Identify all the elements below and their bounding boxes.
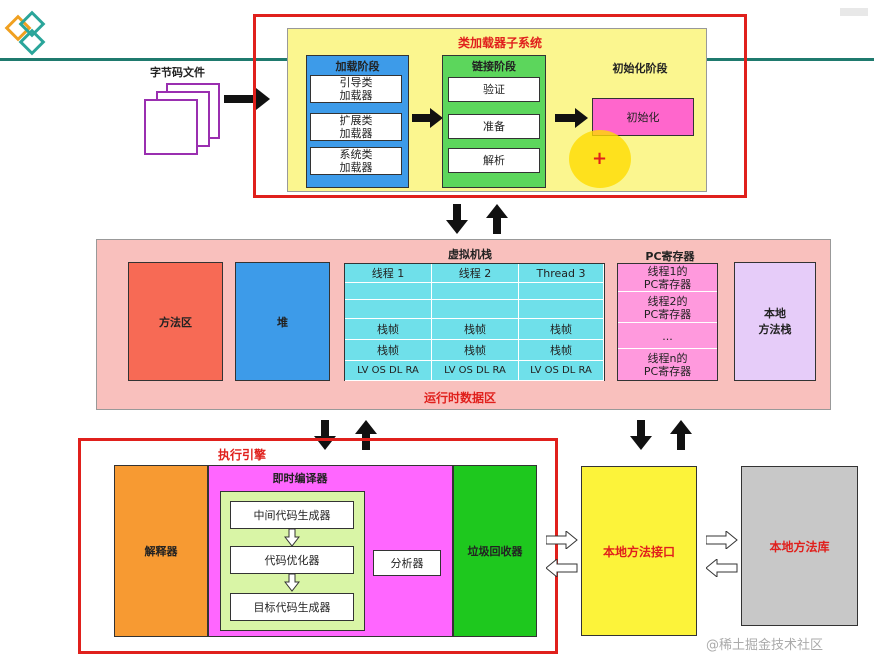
pc-register-title: PC寄存器 (645, 250, 695, 263)
code-optimizer: 代码优化器 (230, 546, 354, 574)
jit-compiler-title: 即时编译器 (272, 472, 328, 485)
stack-slot (432, 300, 519, 319)
garbage-collector: 垃圾回收器 (453, 465, 537, 637)
native-method-library: 本地方法库 (741, 466, 858, 626)
stack-frame: 栈帧 (345, 319, 432, 340)
stack-slot (345, 283, 432, 300)
arrow-right-icon (555, 108, 589, 132)
interpreter: 解释器 (114, 465, 208, 637)
arrow-left-outline-icon (705, 557, 738, 581)
stack-slot (345, 300, 432, 319)
logo-icon (4, 6, 58, 58)
arrow-up-icon (486, 204, 508, 238)
linking-phase-title: 链接阶段 (472, 60, 516, 73)
loading-phase-title: 加载阶段 (335, 60, 380, 73)
ir-generator: 中间代码生成器 (230, 501, 354, 529)
stack-frame: 栈帧 (519, 340, 604, 361)
pc-register-item: 线程2的 PC寄存器 (618, 293, 717, 323)
stack-frame: 栈帧 (345, 340, 432, 361)
prepare-step: 准备 (448, 114, 540, 139)
loader-subsystem-frame (253, 14, 747, 198)
cursor-highlight (569, 130, 631, 188)
profiler: 分析器 (373, 550, 441, 576)
arrow-down-icon (446, 204, 468, 238)
cursor-plus-icon: + (592, 148, 608, 169)
arrow-up-icon (355, 420, 377, 454)
arrow-right-outline-icon (705, 529, 738, 553)
extension-loader: 扩展类 加载器 (310, 113, 402, 141)
stack-slot (519, 283, 604, 300)
arrow-down-icon (630, 420, 652, 454)
bytecode-label: 字节码文件 (150, 66, 205, 79)
arrow-right-outline-icon (545, 529, 578, 553)
watermark: @稀土掘金技术社区 (706, 638, 824, 653)
execution-engine-title: 执行引擎 (218, 448, 267, 462)
verify-step: 验证 (448, 77, 540, 102)
arrow-down-outline-icon (283, 573, 301, 596)
runtime-title: 运行时数据区 (423, 391, 496, 405)
init-phase-title: 初始化阶段 (612, 62, 668, 75)
stack-frame: 栈帧 (432, 319, 519, 340)
arrow-left-outline-icon (545, 557, 578, 581)
stack-frame: 栈帧 (519, 319, 604, 340)
frame-detail: LV OS DL RA (519, 361, 604, 381)
resolve-step: 解析 (448, 148, 540, 173)
bytecode-files-icon (143, 78, 223, 158)
frame-detail: LV OS DL RA (345, 361, 432, 381)
execution-engine-frame (78, 438, 558, 654)
frame-detail: LV OS DL RA (432, 361, 519, 381)
loader-subsystem-title: 类加载器子系统 (457, 36, 542, 50)
vm-stack-title: 虚拟机栈 (448, 248, 492, 261)
right-mark (840, 8, 868, 16)
thread-1-header: 线程 1 (345, 264, 432, 283)
pc-register-item: 线程n的 PC寄存器 (643, 352, 692, 378)
arrow-right-icon (224, 88, 272, 115)
heap: 堆 (235, 262, 330, 381)
pc-register-item: ... (618, 324, 717, 349)
init-step: 初始化 (592, 98, 694, 136)
stack-frame: 栈帧 (432, 340, 519, 361)
thread-3-header: Thread 3 (519, 264, 604, 283)
method-area: 方法区 (128, 262, 223, 381)
stack-slot (519, 300, 604, 319)
pc-register-item: 线程1的 PC寄存器 (618, 264, 717, 292)
stack-slot (432, 283, 519, 300)
native-method-stack: 本地 方法栈 (734, 262, 816, 381)
arrow-down-outline-icon (283, 528, 301, 551)
arrow-right-icon (412, 108, 444, 132)
target-code-generator: 目标代码生成器 (230, 593, 354, 621)
native-method-interface: 本地方法接口 (581, 466, 697, 636)
thread-2-header: 线程 2 (432, 264, 519, 283)
system-loader: 系统类 加载器 (310, 147, 402, 175)
bootstrap-loader: 引导类 加载器 (310, 75, 402, 103)
arrow-up-icon (670, 420, 692, 454)
